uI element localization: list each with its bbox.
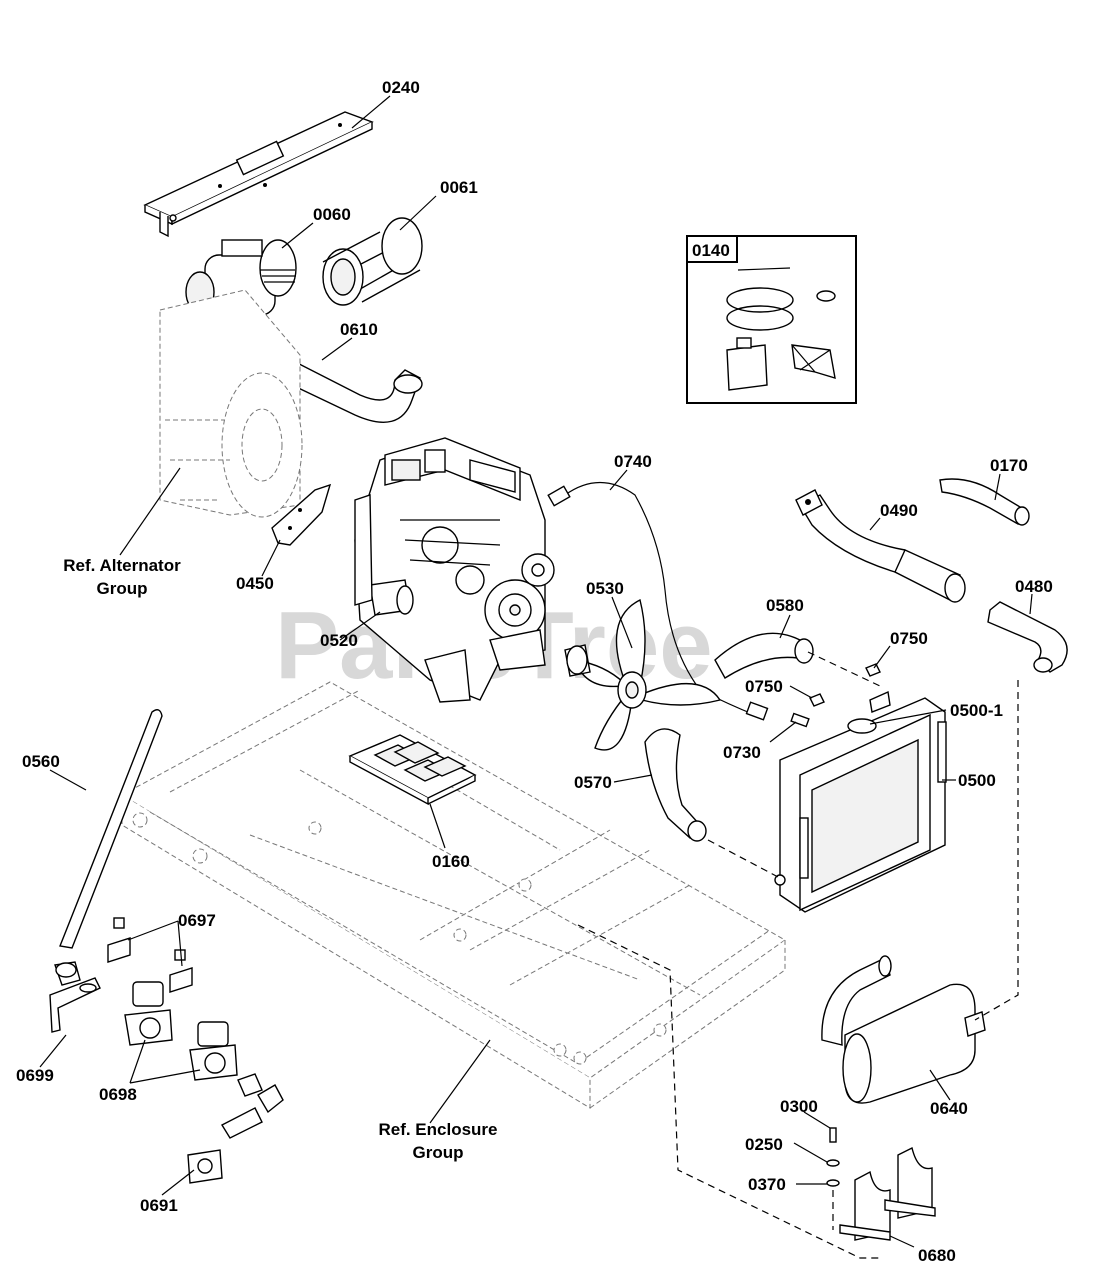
hose-0480[interactable] [987,601,1068,673]
callout-0450[interactable]: 0450 [236,574,274,593]
bolt-0300[interactable] [829,1127,837,1143]
top-panel-0240[interactable] [143,111,374,238]
cooling-fan-0530[interactable] [564,598,722,751]
ref-alternator-line2[interactable]: Group [97,579,148,598]
solenoid-valve-0698-left[interactable] [124,981,173,1046]
callout-0500-1[interactable]: 0500-1 [950,701,1003,720]
washer-0370[interactable] [826,1179,840,1187]
engine-0520[interactable] [354,437,555,703]
fitting-0750-upper[interactable] [865,663,881,677]
leader-lines [39,95,1033,1248]
enclosure-frame [120,681,786,1109]
callout-0580[interactable]: 0580 [766,596,804,615]
flange-0691[interactable] [187,1149,223,1184]
callout-0610[interactable]: 0610 [340,320,378,339]
callout-0570[interactable]: 0570 [574,773,612,792]
upper-hose-0580[interactable] [714,632,814,679]
exhaust-pipe-0490[interactable] [795,489,966,603]
callout-0160[interactable]: 0160 [432,852,470,871]
callout-0480[interactable]: 0480 [1015,577,1053,596]
pipe-nipples[interactable] [221,1073,284,1139]
callout-0640[interactable]: 0640 [930,1099,968,1118]
callout-0170[interactable]: 0170 [990,456,1028,475]
callout-0370[interactable]: 0370 [748,1175,786,1194]
lower-hose-0570[interactable] [644,728,707,842]
callout-0699[interactable]: 0699 [16,1066,54,1085]
bracket-0699[interactable] [49,977,101,1033]
callout-0691[interactable]: 0691 [140,1196,178,1215]
elbow-fitting[interactable] [54,961,81,986]
callout-0061[interactable]: 0061 [440,178,478,197]
solenoid-valve-0698-right[interactable] [189,1021,238,1081]
callout-0490[interactable]: 0490 [880,501,918,520]
sensor-0730[interactable] [790,712,810,728]
muffler-bracket-0680-rear[interactable] [884,1146,936,1219]
radiator-0500[interactable] [774,690,947,913]
ref-enclosure-line1[interactable]: Ref. Enclosure [378,1120,497,1139]
fitting-0697-right[interactable] [169,949,193,993]
callout-0250[interactable]: 0250 [745,1135,783,1154]
alternator-reference [159,289,303,518]
callout-0750-upper[interactable]: 0750 [890,629,928,648]
callout-0300[interactable]: 0300 [780,1097,818,1116]
kit-box-0140[interactable]: 0140 [686,235,857,404]
callout-0520[interactable]: 0520 [320,631,358,650]
washer-0250[interactable] [826,1159,840,1167]
callout-0680[interactable]: 0680 [918,1246,956,1265]
fitting-0750-lower[interactable] [809,693,825,707]
skid-tray-0160[interactable] [348,734,477,806]
ref-alternator-line1[interactable]: Ref. Alternator [63,556,181,575]
callout-0740[interactable]: 0740 [614,452,652,471]
callout-labels: 0240 0061 0060 0610 0740 0170 0490 0480 … [16,78,1053,1265]
ref-enclosure-line2[interactable]: Group [413,1143,464,1162]
callout-0730[interactable]: 0730 [723,743,761,762]
reference-labels: Ref. Alternator Group Ref. Enclosure Gro… [63,556,497,1162]
callout-0560[interactable]: 0560 [22,752,60,771]
fitting-0697-left[interactable] [107,917,131,963]
muffler-0640[interactable] [821,955,986,1104]
callout-0530[interactable]: 0530 [586,579,624,598]
air-filter-0061[interactable] [322,217,423,306]
connector-lines [577,651,1019,1259]
callout-0240[interactable]: 0240 [382,78,420,97]
hose-0170[interactable] [939,478,1030,526]
callout-0697[interactable]: 0697 [178,911,216,930]
callout-0500[interactable]: 0500 [958,771,996,790]
callout-0060[interactable]: 0060 [313,205,351,224]
callout-0750-lower[interactable]: 0750 [745,677,783,696]
callout-0698[interactable]: 0698 [99,1085,137,1104]
fuel-hose-0560[interactable] [59,709,163,949]
kit-box-label: 0140 [692,241,730,260]
muffler-bracket-0680-front[interactable] [839,1170,891,1241]
